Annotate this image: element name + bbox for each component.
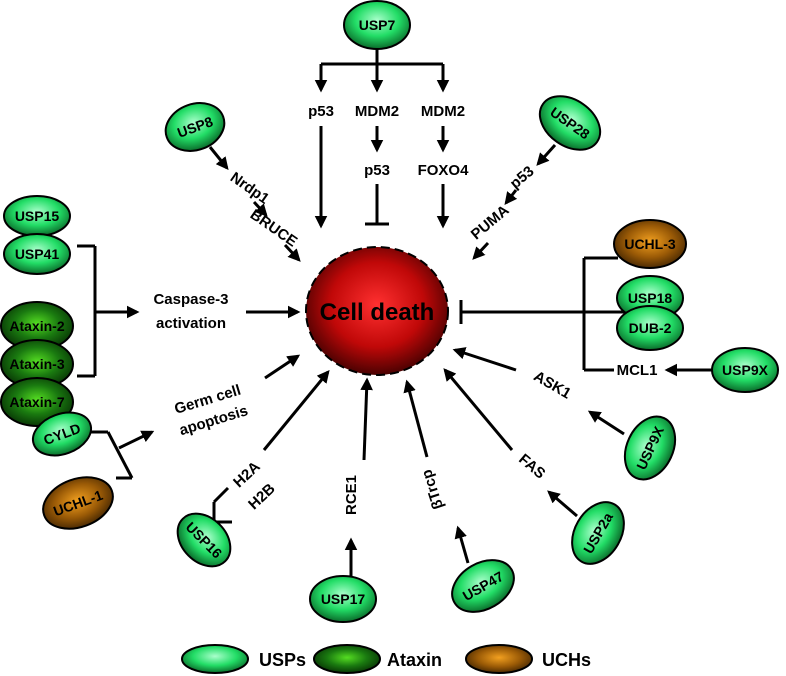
legend-usps: USPs (181, 644, 306, 674)
fas-label: FAS (515, 451, 548, 483)
usp47-node: USP47 (451, 559, 515, 613)
usp7-node: USP7 (343, 0, 411, 50)
ataxin3-node: Ataxin-3 (0, 339, 74, 389)
bruce-label: BRUCE (247, 206, 300, 251)
mdm2-right-label: MDM2 (421, 103, 465, 120)
ataxin2-node: Ataxin-2 (0, 301, 74, 351)
usp9x-ask1-branch: ASK1 (452, 347, 625, 436)
p53-right-label: p53 (507, 163, 538, 193)
legend-ataxin: Ataxin (313, 644, 442, 674)
usp7-branch: p53 MDM2 MDM2 p53 FOXO4 (308, 49, 470, 229)
usp2a-node: USP2a (571, 501, 625, 565)
usp9x-node-top: USP9X (711, 347, 779, 393)
legend-uchs: UCHs (465, 644, 591, 674)
mcl1-label: MCL1 (617, 362, 658, 379)
svg-text:USP18: USP18 (628, 290, 673, 306)
right-inhibitor-branch: MCL1 (459, 256, 712, 379)
svg-text:UCHL-3: UCHL-3 (624, 236, 676, 252)
svg-text:USP9X: USP9X (722, 362, 769, 378)
usp28-branch: p53 PUMA (468, 143, 557, 260)
usp8-node: USP8 (164, 102, 226, 152)
h2a-label: H2A (230, 458, 264, 491)
legend-ataxin-label: Ataxin (387, 650, 442, 670)
svg-text:Ataxin-7: Ataxin-7 (9, 394, 64, 410)
svg-text:Ataxin-3: Ataxin-3 (9, 356, 64, 372)
caspase-branch: Caspase-3 activation (77, 244, 301, 378)
usp17-node: USP17 (309, 575, 377, 623)
svg-text:DUB-2: DUB-2 (629, 320, 672, 336)
puma-label: PUMA (468, 202, 513, 244)
cyld-node: CYLD (31, 411, 93, 457)
rce1-label: RCE1 (343, 475, 360, 515)
legend-usps-label: USPs (259, 650, 306, 670)
mdm2-mid-label: MDM2 (355, 103, 399, 120)
usp17-branch: RCE1 (343, 377, 373, 576)
usp15-node: USP15 (3, 195, 71, 237)
btrcp-label: βTrcp (418, 467, 447, 511)
germ-cell-branch: Germ cell apoptosis (90, 354, 301, 480)
svg-text:USP17: USP17 (321, 591, 366, 607)
p53-left-label: p53 (308, 103, 334, 120)
p53-mid-label: p53 (364, 162, 390, 179)
foxo4-label: FOXO4 (418, 162, 470, 179)
usp28-node: USP28 (538, 95, 602, 151)
cell-death-label: Cell death (320, 299, 435, 326)
cell-death-node: Cell death (305, 246, 449, 376)
ataxin7-node: Ataxin-7 (0, 377, 74, 427)
dub2-node: DUB-2 (616, 305, 684, 351)
svg-text:USP41: USP41 (15, 246, 60, 262)
svg-text:Ataxin-2: Ataxin-2 (9, 318, 64, 334)
usp16-branch: H2A H2B (212, 370, 330, 524)
usp9x-node-bottom: USP9X (623, 415, 677, 481)
uchl3-node: UCHL-3 (613, 219, 687, 269)
caspase-line1-label: Caspase-3 (153, 291, 228, 308)
usp47-branch: βTrcp (403, 379, 470, 564)
usp16-node: USP16 (176, 512, 232, 568)
ask1-label: ASK1 (531, 368, 574, 403)
legend-uchs-label: UCHs (542, 650, 591, 670)
h2b-label: H2B (245, 480, 279, 513)
usp41-node: USP41 (3, 233, 71, 275)
legend: USPs Ataxin UCHs (181, 644, 591, 674)
nrdp1-label: Nrdp1 (227, 169, 272, 208)
caspase-line2-label: activation (156, 315, 226, 332)
svg-text:USP7: USP7 (359, 17, 396, 33)
usp8-branch: Nrdp1 BRUCE (208, 146, 301, 262)
svg-text:USP15: USP15 (15, 208, 60, 224)
uchl1-node: UCHL-1 (42, 476, 114, 530)
